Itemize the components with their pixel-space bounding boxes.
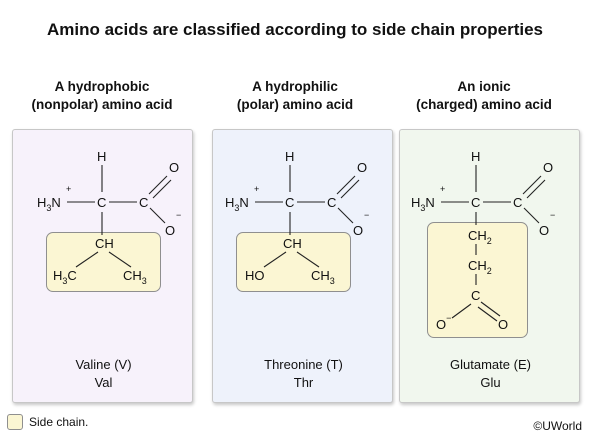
heading-hydrophobic-line2: (nonpolar) amino acid (31, 97, 173, 112)
valine-alpha-h: H (97, 149, 106, 164)
threonine-structure: H H3N + C C O O − CH HO CH3 (225, 149, 369, 286)
glutamate-side-c: C (471, 288, 480, 303)
heading-ionic: An ionic (charged) amino acid (389, 78, 579, 114)
threonine-amino-charge: + (254, 184, 259, 194)
threonine-carboxylate-charge: − (364, 210, 369, 220)
valine-side-ch3: CH3 (123, 268, 147, 286)
valine-amino-charge: + (66, 184, 71, 194)
glutamate-alpha-h: H (471, 149, 480, 164)
threonine-side-chain: CH HO CH3 (245, 236, 335, 286)
heading-hydrophilic: A hydrophilic (polar) amino acid (200, 78, 390, 114)
valine-amino-h: H3N (37, 195, 61, 213)
threonine-carboxylate-o: O (353, 223, 363, 238)
threonine-alpha-h: H (285, 149, 294, 164)
copyright-text: ©UWorld (533, 419, 582, 433)
threonine-abbr: Thr (293, 375, 314, 390)
threonine-backbone: H H3N + C C O O − (225, 149, 369, 238)
valine-backbone: H H3N + C C O O − (37, 149, 181, 238)
threonine-side-ch: CH (283, 236, 302, 251)
glutamate-carboxyl-c: C (513, 195, 522, 210)
glutamate-carboxylate-o: O (539, 223, 549, 238)
threonine-carbonyl-o: O (357, 160, 367, 175)
valine-alpha-c: C (97, 195, 106, 210)
valine-carbonyl-o: O (169, 160, 179, 175)
threonine-side-ho: HO (245, 268, 265, 283)
valine-side-chain-box (46, 232, 161, 292)
valine-carboxylate-o: O (165, 223, 175, 238)
glutamate-side-o: O (498, 317, 508, 332)
valine-name: Valine (V) (75, 357, 132, 372)
valine-caption: Valine (V) Val (13, 356, 194, 392)
threonine-caption: Threonine (T) Thr (213, 356, 394, 392)
threonine-side-ch3: CH3 (311, 268, 335, 286)
glutamate-side-ch2-1: CH2 (468, 228, 492, 246)
heading-hydrophobic: A hydrophobic (nonpolar) amino acid (7, 78, 197, 114)
heading-hydrophilic-line2: (polar) amino acid (236, 97, 354, 112)
glutamate-carboxylate-charge: − (550, 210, 555, 220)
glutamate-backbone: H H3N + C C O O − (411, 149, 555, 238)
glutamate-amino-h: H3N (411, 195, 435, 213)
valine-structure: H H3N + C C O O − CH H3C CH3 (37, 149, 181, 286)
heading-ionic-line1: An ionic (457, 79, 511, 94)
valine-side-h3c: H3C (53, 268, 77, 286)
glutamate-caption: Glutamate (E) Glu (400, 356, 581, 392)
glutamate-abbr: Glu (480, 375, 501, 390)
glutamate-side-chain-box (427, 222, 528, 338)
glutamate-panel: H H3N + C C O O − CH2 CH2 C O− O (399, 129, 580, 403)
threonine-side-chain-box (236, 232, 351, 292)
valine-carboxyl-c: C (139, 195, 148, 210)
valine-side-ch: CH (95, 236, 114, 251)
threonine-amino-h: H3N (225, 195, 249, 213)
threonine-panel: H H3N + C C O O − CH HO CH3 Threonine (T… (212, 129, 393, 403)
figure-title: Amino acids are classified according to … (47, 20, 543, 39)
glutamate-side-chain: CH2 CH2 C O− O (436, 228, 508, 332)
valine-abbr: Val (94, 375, 113, 390)
legend-swatch (7, 414, 23, 430)
heading-ionic-line2: (charged) amino acid (416, 97, 552, 112)
valine-carboxylate-charge: − (176, 210, 181, 220)
glutamate-alpha-c: C (471, 195, 480, 210)
glutamate-side-ch2-2: CH2 (468, 258, 492, 276)
threonine-alpha-c: C (285, 195, 294, 210)
threonine-carboxyl-c: C (327, 195, 336, 210)
glutamate-structure: H H3N + C C O O − CH2 CH2 C O− O (411, 149, 555, 332)
valine-panel: H H3N + C C O O − CH H3C CH3 Valine (V) … (12, 129, 193, 403)
threonine-name: Threonine (T) (264, 357, 343, 372)
glutamate-amino-charge: + (440, 184, 445, 194)
valine-side-chain: CH H3C CH3 (53, 236, 147, 286)
heading-hydrophobic-line1: A hydrophobic (54, 79, 150, 94)
heading-hydrophilic-line1: A hydrophilic (252, 79, 338, 94)
glutamate-name: Glutamate (E) (450, 357, 531, 372)
legend-label: Side chain. (29, 415, 89, 429)
glutamate-carbonyl-o: O (543, 160, 553, 175)
glutamate-side-o-minus: O− (436, 313, 451, 332)
